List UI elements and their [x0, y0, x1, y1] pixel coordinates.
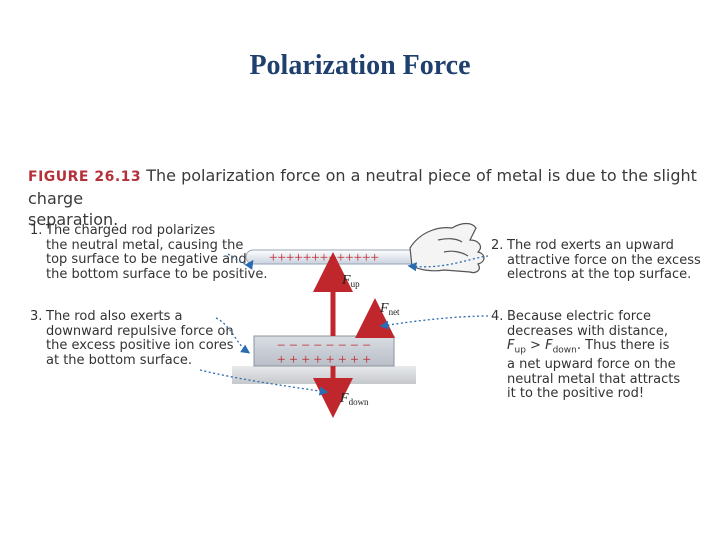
metal-bottom-charges: + + + + + + + +: [277, 352, 371, 368]
note-1-line-4: the bottom surface to be positive.: [46, 266, 268, 282]
hand-icon: [409, 222, 485, 274]
leader-line-3b: [199, 369, 329, 396]
note-2-line-3: electrons at the top surface.: [507, 267, 692, 282]
note-3-line-4: at the bottom surface.: [46, 352, 192, 368]
f-net-label-sub: net: [389, 307, 400, 317]
f-up-sub: up: [514, 345, 526, 356]
note-4: 4.Because electric force decreases with …: [491, 309, 681, 402]
note-1-number: 1.: [30, 223, 43, 238]
note-2-number: 2.: [491, 238, 504, 253]
charged-rod: [245, 249, 423, 265]
metal-top-charges: − − − − − − − −: [277, 338, 371, 354]
thus-text: . Thus there is: [576, 338, 670, 353]
f-up-label: Fup: [341, 273, 360, 289]
table-surface: [232, 366, 416, 384]
note-1-line-1: The charged rod polarizes: [46, 223, 216, 238]
leader-line-4: [379, 315, 489, 330]
note-3-line-2: downward repulsive force on: [46, 323, 234, 339]
note-3-line-3: the excess positive ion cores: [46, 338, 234, 353]
gt-sign: >: [530, 338, 541, 353]
note-1-line-2: the neutral metal, causing the: [46, 237, 244, 253]
note-4-line-3: Fup > Fdown. Thus there is: [491, 338, 680, 358]
note-2-line-2: attractive force on the excess: [507, 252, 701, 268]
f-net-label-symbol: F: [379, 301, 389, 316]
f-up-label-symbol: F: [341, 273, 351, 288]
f-up-label-sub: up: [351, 279, 361, 289]
f-down-label: Fdown: [339, 391, 369, 407]
figure-caption-line-1: The polarization force on a neutral piec…: [28, 166, 697, 208]
note-3-line-1: The rod also exerts a: [46, 309, 183, 324]
figure-caption-line-2: separation.: [28, 210, 119, 229]
f-down-sub: down: [552, 345, 577, 356]
slide-title: Polarization Force: [249, 50, 471, 81]
note-3-number: 3.: [30, 309, 43, 324]
note-1: 1.The charged rod polarizes the neutral …: [30, 223, 268, 282]
note-4-line-5: neutral metal that attracts: [507, 371, 681, 387]
f-up-symbol: F: [507, 338, 515, 353]
leader-line-2: [407, 255, 489, 272]
note-2-line-1: The rod exerts an upward: [507, 238, 674, 253]
note-4-line-6: it to the positive rod!: [507, 386, 645, 402]
rod-charges: +++++++++++++: [269, 250, 379, 266]
note-4-number: 4.: [491, 309, 504, 324]
note-4-line-4: a net upward force on the: [507, 357, 676, 373]
figure-caption: FIGURE 26.13 The polarization force on a…: [28, 165, 698, 230]
f-net-label: Fnet: [379, 301, 400, 317]
note-1-line-3: top surface to be negative and: [46, 252, 247, 267]
note-4-line-2: decreases with distance,: [507, 323, 669, 339]
f-down-label-sub: down: [349, 397, 369, 407]
neutral-metal-block: [253, 335, 395, 367]
note-4-line-1: Because electric force: [507, 309, 651, 324]
figure-label: FIGURE 26.13: [28, 169, 142, 185]
f-down-symbol: F: [545, 338, 553, 353]
note-3: 3.The rod also exerts a downward repulsi…: [30, 309, 234, 368]
note-2: 2.The rod exerts an upward attractive fo…: [491, 238, 701, 283]
f-down-label-symbol: F: [339, 391, 349, 406]
